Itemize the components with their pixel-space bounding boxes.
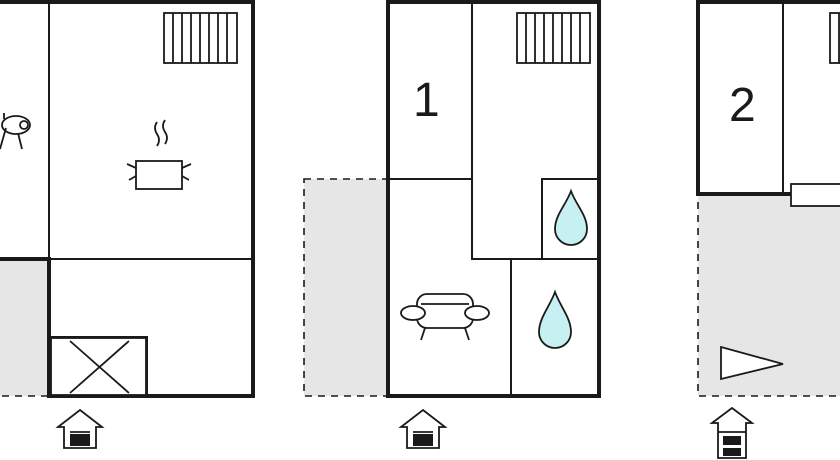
- cooking-pot-icon: [126, 119, 192, 190]
- room-number-label: 2: [729, 79, 756, 132]
- floor-1-outer-wall: [0, 0, 255, 398]
- floor-1: [0, 0, 255, 449]
- water-drop-icon: [538, 289, 572, 349]
- room-number-label: 1: [413, 74, 440, 127]
- outdoor-balcony-area: [303, 178, 389, 397]
- entrance-house-icon: [398, 408, 448, 449]
- radiator-icon: [829, 12, 840, 64]
- lounger-icon: [720, 345, 784, 381]
- entrance-house-icon: [709, 406, 755, 459]
- staircase-icon: [50, 337, 147, 396]
- outdoor-terrace-area: [0, 258, 49, 397]
- window-sill: [790, 183, 840, 207]
- floor-3: 2: [696, 0, 840, 459]
- floor-1-divider-wall-2: [48, 336, 148, 397]
- radiator-icon: [516, 12, 591, 64]
- grill-icon: [0, 113, 31, 150]
- floor-1-divider-wall: [48, 1, 254, 260]
- entrance-house-icon: [55, 408, 105, 449]
- floor-2-outer-wall: [386, 0, 601, 398]
- floor-2: 1: [303, 0, 601, 449]
- floor-2-divider-wall: [387, 1, 600, 397]
- water-drop-icon: [554, 188, 588, 246]
- floor-3-outer-wall: [696, 0, 840, 196]
- radiator-icon: [163, 12, 238, 64]
- sofa-icon: [400, 293, 490, 341]
